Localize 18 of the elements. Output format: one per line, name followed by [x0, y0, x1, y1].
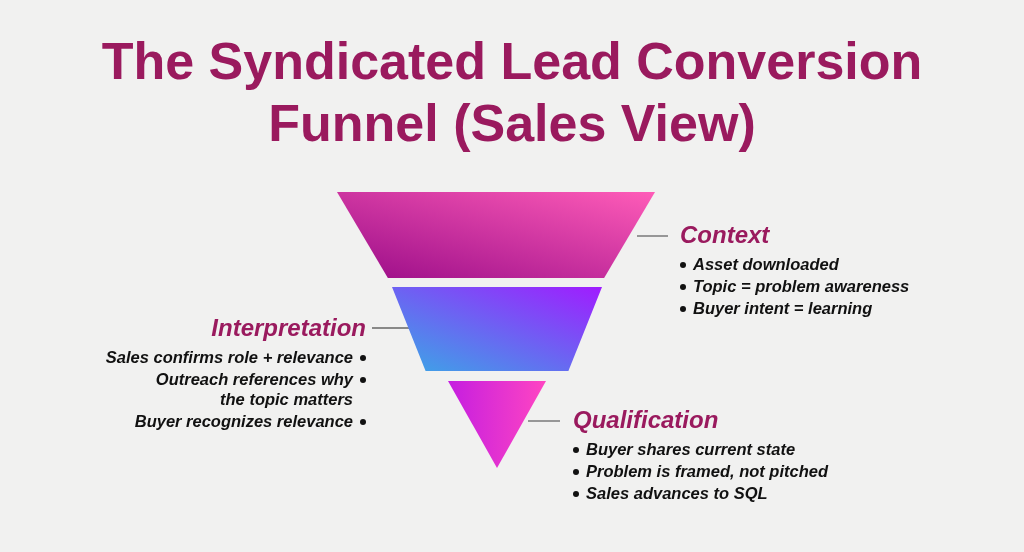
bullet-text: Buyer recognizes relevance — [134, 411, 353, 431]
section-heading: Qualification — [573, 405, 720, 435]
funnel-segment — [448, 381, 546, 468]
title: The Syndicated Lead Conversion Funnel (Sales View) — [100, 31, 924, 154]
bullet-text: Asset downloaded — [693, 254, 839, 274]
section-heading: Context — [680, 220, 771, 250]
leader-line — [636, 235, 669, 237]
leader-line — [527, 420, 561, 422]
bullet-text: Sales advances to SQL — [586, 483, 768, 503]
bullet-text: Topic = problem awareness — [693, 276, 910, 296]
bullet-text: Buyer shares current state — [586, 439, 796, 459]
bullet-text: Problem is framed, not pitched — [586, 461, 829, 481]
bullet-text: Outreach references why the topic matters — [154, 369, 353, 409]
bullet-text: Sales confirms role + relevance — [105, 347, 353, 367]
funnel-segment — [392, 287, 602, 371]
funnel-segment — [337, 192, 655, 278]
bullet-text: Buyer intent = learning — [693, 298, 873, 318]
section-heading: Interpretation — [210, 313, 366, 343]
